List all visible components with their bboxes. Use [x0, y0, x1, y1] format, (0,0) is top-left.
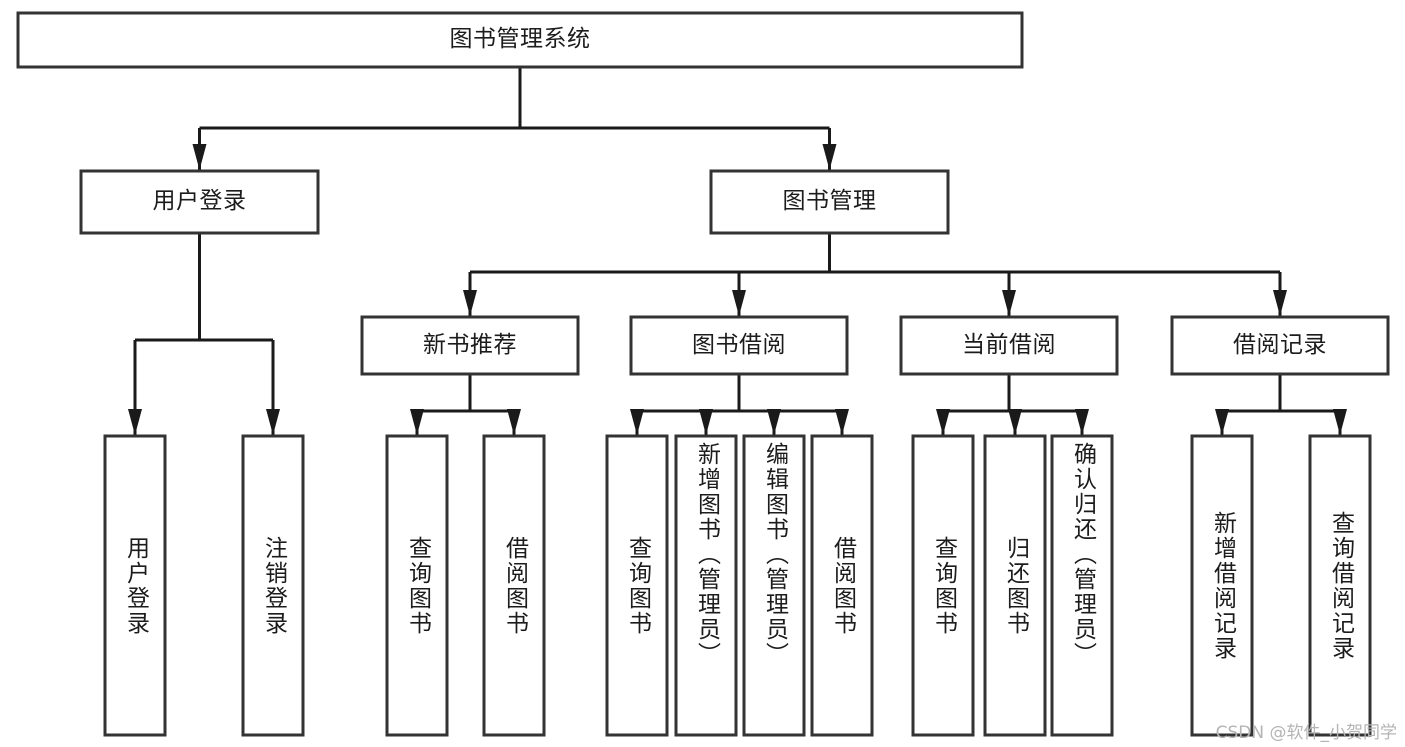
connector-arrowhead: [1002, 290, 1016, 316]
connector-arrowhead: [732, 290, 746, 316]
node-box-leaf-query-book-borrow: [605, 434, 669, 737]
connector-arrowhead: [835, 409, 849, 435]
node-box-leaf-return-book: [983, 434, 1047, 737]
connector-arrowhead: [507, 409, 521, 435]
boxes-layer: [16, 11, 1390, 737]
node-box-leaf-add-borrow-record: [1190, 434, 1254, 737]
node-box-current-borrow: [899, 315, 1119, 376]
connector-arrowhead: [1008, 409, 1022, 435]
node-box-leaf-edit-book: [742, 434, 806, 737]
node-box-user-login: [79, 169, 320, 235]
node-box-book-manage: [709, 169, 950, 235]
connector-arrowhead: [1333, 409, 1347, 435]
node-box-new-book-recommend: [360, 315, 580, 376]
connector-arrowhead: [767, 409, 781, 435]
node-box-leaf-query-book-current: [911, 434, 975, 737]
connector-arrowhead: [1075, 409, 1089, 435]
node-box-root: [16, 11, 1024, 69]
connector-arrowhead: [410, 409, 424, 435]
connector-arrowhead: [463, 290, 477, 316]
node-box-leaf-borrow-book: [810, 434, 874, 737]
node-box-leaf-query-book-recommend: [385, 434, 449, 737]
node-box-leaf-confirm-return: [1050, 434, 1114, 737]
connector-arrowhead: [1273, 290, 1287, 316]
connector-arrowhead: [1215, 409, 1229, 435]
connector-arrowhead: [266, 409, 280, 435]
connector-arrowhead: [936, 409, 950, 435]
node-box-leaf-user-logout: [241, 434, 305, 737]
connector-arrowhead: [128, 409, 142, 435]
connector-arrowhead: [699, 409, 713, 435]
node-box-borrow-record: [1170, 315, 1390, 376]
connector-arrowhead: [630, 409, 644, 435]
node-box-leaf-add-book: [674, 434, 738, 737]
node-box-leaf-borrow-book-recommend: [482, 434, 546, 737]
watermark: CSDN @软件_小贺同学: [1215, 723, 1397, 743]
node-box-leaf-user-login: [103, 434, 167, 737]
node-box-leaf-query-borrow-record: [1308, 434, 1372, 737]
connector-arrowhead: [822, 144, 837, 170]
connectors-layer: [128, 67, 1347, 435]
node-box-book-borrow: [629, 315, 849, 376]
connector-arrowhead: [192, 144, 207, 170]
